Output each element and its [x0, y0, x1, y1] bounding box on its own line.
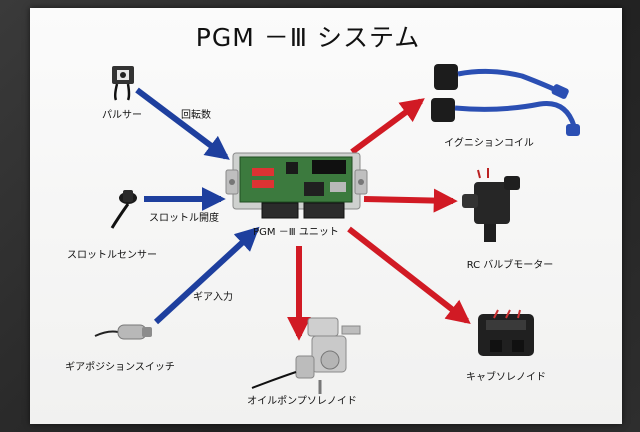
gear-position-switch-label: ギアポジションスイッチ	[65, 361, 175, 373]
pulser-signal-label: 回転数	[181, 108, 211, 121]
pgm-unit	[225, 152, 368, 219]
arrow-gear-to-unit	[153, 226, 260, 325]
gear-position-switch-icon	[94, 324, 152, 340]
throttle-sensor-label: スロットルセンサー	[67, 249, 157, 261]
pgm-unit-label: PGM －Ⅲ ユニット	[253, 227, 339, 238]
oil-pump-solenoid-label: オイルポンプソレノイド	[247, 395, 357, 407]
carb-solenoid-label: キャブソレノイド	[466, 370, 546, 383]
oil-pump-solenoid-icon	[251, 317, 361, 394]
arrow-unit-to-rc-valve	[363, 188, 458, 213]
gear-signal-label: ギア入力	[193, 290, 233, 303]
carb-solenoid-icon	[478, 309, 534, 356]
rc-valve-motor-icon	[462, 168, 520, 242]
throttle-signal-label: スロットル開度	[149, 211, 219, 224]
pulser-label: パルサー	[102, 109, 142, 121]
arrow-unit-to-ignition	[350, 98, 425, 155]
throttle-sensor-icon	[110, 190, 137, 229]
diagram-title: PGM －Ⅲ システム	[196, 23, 420, 52]
ignition-coil-label: イグニションコイル	[444, 136, 534, 149]
arrow-pulser-to-unit	[135, 87, 230, 160]
arrow-unit-to-carb	[347, 226, 471, 324]
pulser-icon	[112, 66, 134, 101]
ignition-coil-icon	[431, 64, 580, 136]
rc-valve-motor-label: RC バルブモーター	[467, 258, 554, 271]
